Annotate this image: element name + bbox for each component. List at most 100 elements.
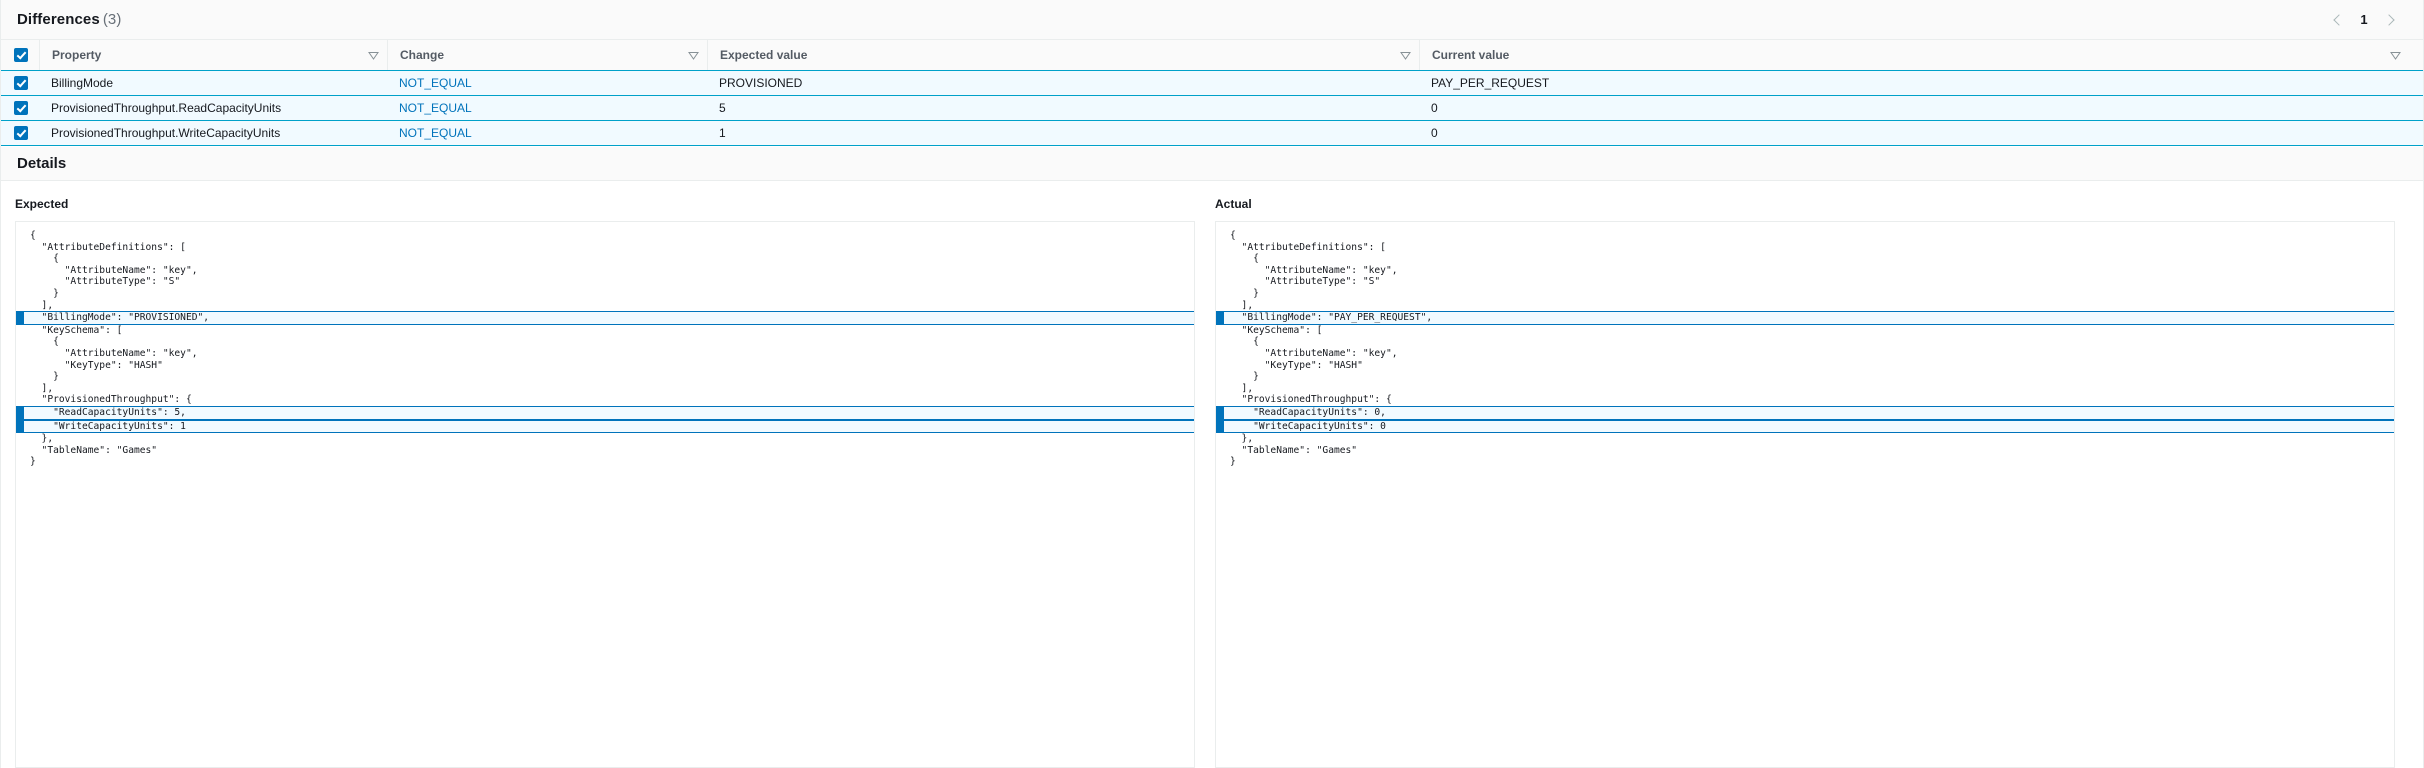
code-line: "AttributeDefinitions": [ bbox=[1230, 241, 1386, 253]
code-line: { bbox=[30, 253, 59, 265]
page-title: Differences(3) bbox=[17, 11, 121, 28]
code-line: "AttributeType": "S" bbox=[1230, 276, 1381, 288]
table-column-headers: Property Change Expected value Current v… bbox=[1, 40, 2423, 71]
cell-property: ProvisionedThroughput.WriteCapacityUnits bbox=[39, 121, 387, 145]
pagination-next-button[interactable] bbox=[2377, 7, 2403, 33]
column-header-property[interactable]: Property bbox=[39, 40, 387, 70]
cell-change: NOT_EQUAL bbox=[387, 71, 707, 95]
row-checkbox[interactable] bbox=[14, 101, 28, 115]
sort-icon[interactable] bbox=[688, 50, 699, 61]
row-select-cell bbox=[1, 121, 39, 145]
details-header: Details bbox=[1, 147, 2423, 181]
cell-property-text: BillingMode bbox=[51, 76, 114, 90]
code-line: } bbox=[30, 287, 59, 299]
code-line: "KeyType": "HASH" bbox=[1230, 359, 1363, 371]
table-header: Differences(3) 1 bbox=[1, 0, 2423, 40]
sort-icon[interactable] bbox=[2390, 50, 2401, 61]
expected-label: Expected bbox=[15, 197, 69, 211]
row-checkbox[interactable] bbox=[14, 76, 28, 90]
code-line: "TableName": "Games" bbox=[1230, 444, 1358, 456]
cell-expected-value: 5 bbox=[707, 96, 1419, 120]
code-line: { bbox=[30, 336, 59, 348]
pagination: 1 bbox=[2325, 7, 2403, 33]
code-line: "TableName": "Games" bbox=[30, 444, 158, 456]
cell-current-value: 0 bbox=[1419, 121, 2423, 145]
cell-change: NOT_EQUAL bbox=[387, 96, 707, 120]
select-all-checkbox[interactable] bbox=[14, 48, 28, 62]
cell-current-value: 0 bbox=[1419, 96, 2423, 120]
cell-expected-value-text: 1 bbox=[719, 126, 726, 140]
cell-change-link[interactable]: NOT_EQUAL bbox=[399, 101, 472, 115]
actual-code-block: { "AttributeDefinitions": [ { "Attribute… bbox=[1215, 221, 2395, 768]
code-line: { bbox=[1230, 230, 1236, 241]
table-row[interactable]: ProvisionedThroughput.ReadCapacityUnits … bbox=[1, 95, 2423, 121]
code-line: { bbox=[1230, 336, 1259, 348]
column-header-change-label: Change bbox=[400, 48, 445, 62]
row-select-cell bbox=[1, 71, 39, 95]
table-row[interactable]: ProvisionedThroughput.WriteCapacityUnits… bbox=[1, 120, 2423, 146]
pagination-page-1[interactable]: 1 bbox=[2360, 12, 2368, 27]
code-line-highlighted: "BillingMode": "PROVISIONED", bbox=[16, 311, 1194, 325]
sort-icon[interactable] bbox=[1400, 50, 1411, 61]
code-line: } bbox=[30, 456, 36, 468]
cell-expected-value-text: PROVISIONED bbox=[719, 76, 803, 90]
pagination-prev-button[interactable] bbox=[2325, 7, 2351, 33]
code-line: ], bbox=[30, 382, 54, 394]
cell-current-value-text: 0 bbox=[1431, 101, 1438, 115]
sort-icon[interactable] bbox=[368, 50, 379, 61]
cell-change-link[interactable]: NOT_EQUAL bbox=[399, 76, 472, 90]
actual-label: Actual bbox=[1215, 197, 1252, 211]
cell-current-value: PAY_PER_REQUEST bbox=[1419, 71, 2423, 95]
select-all-cell bbox=[1, 40, 39, 70]
table-body: BillingMode NOT_EQUAL PROVISIONED PAY_PE… bbox=[1, 70, 2423, 146]
code-line: "KeyType": "HASH" bbox=[30, 359, 163, 371]
expected-column: Expected { "AttributeDefinitions": [ { "… bbox=[15, 197, 1195, 768]
cell-current-value-text: PAY_PER_REQUEST bbox=[1431, 76, 1550, 90]
code-line: "AttributeName": "key", bbox=[30, 264, 198, 276]
code-line: ], bbox=[30, 299, 54, 311]
code-line-highlighted: "ReadCapacityUnits": 5, bbox=[16, 405, 1194, 420]
column-header-expected-value-label: Expected value bbox=[720, 48, 808, 62]
details-title: Details bbox=[17, 155, 67, 172]
code-line: "AttributeName": "key", bbox=[1230, 264, 1398, 276]
details-body: Expected { "AttributeDefinitions": [ { "… bbox=[1, 181, 2423, 768]
expected-code-block: { "AttributeDefinitions": [ { "Attribute… bbox=[15, 221, 1195, 768]
code-line: ], bbox=[1230, 299, 1254, 311]
column-header-property-label: Property bbox=[52, 48, 102, 62]
code-line: "AttributeType": "S" bbox=[30, 276, 181, 288]
differences-count: (3) bbox=[102, 11, 122, 28]
code-line: "KeySchema": [ bbox=[30, 324, 123, 336]
row-checkbox[interactable] bbox=[14, 126, 28, 140]
code-line-highlighted: "ReadCapacityUnits": 0, bbox=[1216, 405, 2394, 420]
code-line: }, bbox=[1230, 433, 1254, 445]
cell-property-text: ProvisionedThroughput.WriteCapacityUnits bbox=[51, 126, 281, 140]
chevron-left-icon bbox=[2333, 13, 2345, 26]
code-line-highlighted: "WriteCapacityUnits": 0 bbox=[1216, 419, 2394, 434]
code-line: "ProvisionedThroughput": { bbox=[1230, 394, 1392, 406]
code-line: } bbox=[1230, 371, 1259, 383]
code-line: "AttributeName": "key", bbox=[30, 347, 198, 359]
table-row[interactable]: BillingMode NOT_EQUAL PROVISIONED PAY_PE… bbox=[1, 70, 2423, 96]
code-line: } bbox=[1230, 456, 1236, 468]
cell-expected-value: 1 bbox=[707, 121, 1419, 145]
cell-property: BillingMode bbox=[39, 71, 387, 95]
column-header-current-value[interactable]: Current value bbox=[1419, 40, 2423, 70]
code-line: } bbox=[1230, 287, 1259, 299]
actual-column: Actual { "AttributeDefinitions": [ { "At… bbox=[1215, 197, 2395, 768]
code-line-highlighted: "WriteCapacityUnits": 1 bbox=[16, 419, 1194, 434]
cell-current-value-text: 0 bbox=[1431, 126, 1438, 140]
cell-property-text: ProvisionedThroughput.ReadCapacityUnits bbox=[51, 101, 282, 115]
column-header-current-value-label: Current value bbox=[1432, 48, 1510, 62]
chevron-right-icon bbox=[2383, 13, 2395, 26]
row-select-cell bbox=[1, 96, 39, 120]
page-title-text: Differences bbox=[17, 11, 100, 28]
column-header-change[interactable]: Change bbox=[387, 40, 707, 70]
code-line: }, bbox=[30, 433, 54, 445]
cell-change-link[interactable]: NOT_EQUAL bbox=[399, 126, 472, 140]
code-line-highlighted: "BillingMode": "PAY_PER_REQUEST", bbox=[1216, 311, 2394, 325]
code-line: "AttributeName": "key", bbox=[1230, 347, 1398, 359]
cell-change: NOT_EQUAL bbox=[387, 121, 707, 145]
column-header-expected-value[interactable]: Expected value bbox=[707, 40, 1419, 70]
cell-expected-value-text: 5 bbox=[719, 101, 726, 115]
